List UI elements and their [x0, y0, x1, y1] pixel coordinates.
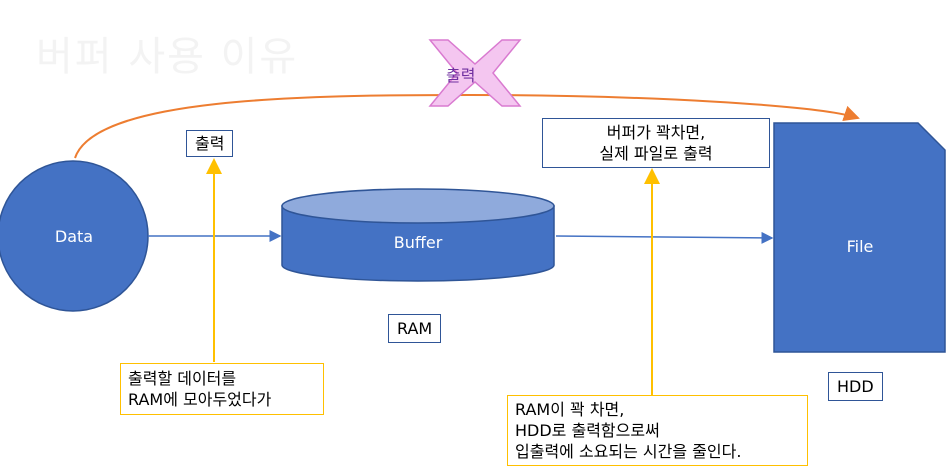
full-note: 버퍼가 꽉차면, 실제 파일로 출력	[542, 118, 770, 168]
reason-note-line-1: RAM이 꽉 차면,	[515, 400, 625, 419]
reason-note: RAM이 꽉 차면, HDD로 출력함으로써 입출력에 소요되는 시간을 줄인다…	[507, 395, 808, 466]
collect-note: 출력할 데이터를 RAM에 모아두었다가	[120, 363, 324, 415]
data-node-label: Data	[54, 227, 94, 246]
file-node	[773, 122, 946, 353]
ram-label: RAM	[388, 314, 442, 343]
buffer-node	[281, 188, 555, 282]
collect-note-line-1: 출력할 데이터를	[128, 369, 237, 388]
diagram-title: 버퍼 사용 이유	[36, 34, 299, 80]
crossed-x-icon	[428, 39, 522, 107]
buffer-to-file-arrow	[555, 231, 774, 244]
reason-note-line-3: 입출력에 소요되는 시간을 줄인다.	[515, 442, 742, 461]
reason-note-line-2: HDD로 출력함으로써	[515, 421, 660, 440]
crossed-output-label: 출력	[446, 66, 476, 85]
file-node-label: File	[846, 237, 874, 256]
hdd-label: HDD	[828, 372, 883, 401]
full-note-line-2: 실제 파일로 출력	[599, 144, 713, 163]
collect-note-line-2: RAM에 모아두었다가	[128, 390, 272, 409]
full-note-line-1: 버퍼가 꽉차면,	[606, 123, 706, 142]
buffer-node-label: Buffer	[393, 233, 443, 252]
direct-output-label: 출력	[186, 130, 234, 157]
direct-output-arrow	[74, 93, 860, 159]
